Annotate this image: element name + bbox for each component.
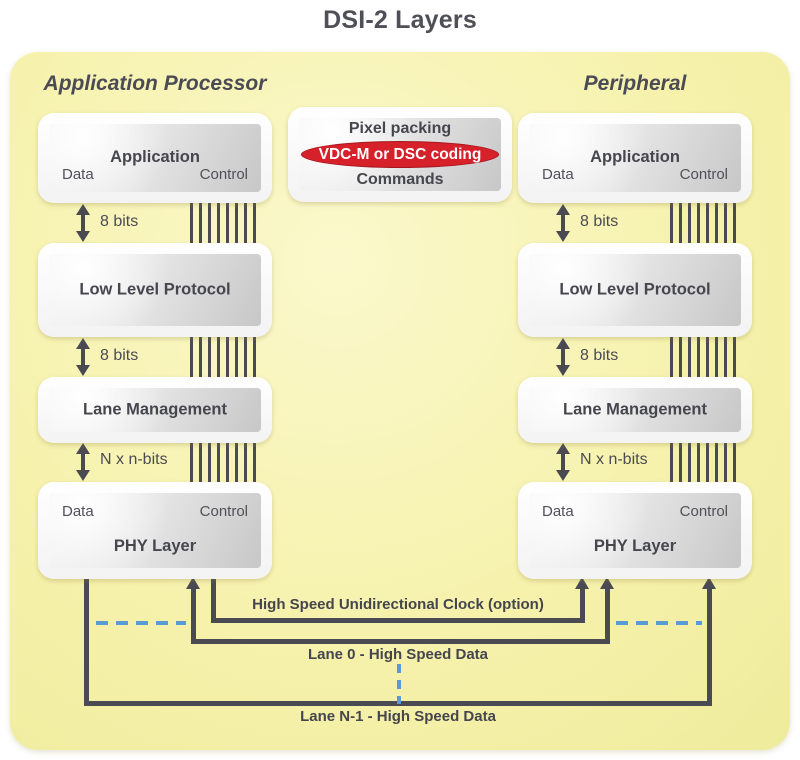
box-surface: Application Data Control [49,124,261,192]
box-low-level-protocol-right: Low Level Protocol [518,243,752,337]
bus-width-label: 8 bits [580,347,619,364]
clock-line [580,589,585,623]
lane0-line [191,639,610,644]
box-lane-management-left: Lane Management [38,377,272,443]
box-surface: Data Control PHY Layer [529,493,741,568]
box-title: PHY Layer [593,537,677,555]
box-surface: Low Level Protocol [49,254,261,326]
laneN-line [707,589,712,706]
box-low-level-protocol-left: Low Level Protocol [38,243,272,337]
clock-line [211,618,585,623]
bus-width-label: N x n-bits [580,451,648,468]
page-title: DSI-2 Layers [323,6,477,34]
clock-line [211,578,216,623]
box-title: Low Level Protocol [79,280,231,299]
bidirectional-arrow-icon [76,204,90,242]
up-arrow-icon [575,577,589,589]
up-arrow-icon [186,577,200,589]
bus-width-label: 8 bits [100,213,139,230]
box-surface: Pixel packing VDC-M or DSC coding Comman… [299,118,501,191]
control-port-label: Control [199,166,248,183]
control-bus-icon [670,200,736,246]
box-title: Application [590,148,680,166]
control-bus-icon [670,440,736,485]
box-surface: Lane Management [529,388,741,432]
bus-width-label: 8 bits [100,347,139,364]
bidirectional-arrow-icon [76,443,90,481]
arrow-shaft [561,346,565,368]
box-title: Application [110,148,200,166]
vdcm-dsc-coding-badge: VDC-M or DSC coding [301,141,499,168]
lane0-line [605,589,610,644]
center-box-line-pixel-packing: Pixel packing [348,120,452,137]
clock-line-label: High Speed Unidirectional Clock (option) [252,596,544,613]
column-header-application-processor: Application Processor [43,72,267,95]
control-port-label: Control [679,166,728,183]
box-title: Lane Management [563,400,707,419]
center-box-line-commands: Commands [356,171,444,188]
control-bus-icon [670,334,736,380]
control-bus-icon [190,334,256,380]
box-lane-management-right: Lane Management [518,377,752,443]
bidirectional-arrow-icon [556,338,570,376]
box-surface: Low Level Protocol [529,254,741,326]
arrow-shaft [561,451,565,473]
arrow-shaft [561,212,565,234]
data-port-label: Data [62,166,94,183]
dashed-ellipsis-line [616,621,702,625]
lane0-line [191,589,196,644]
box-phy-layer-left: Data Control PHY Layer [38,482,272,579]
dashed-ellipsis-line [96,621,186,625]
box-title: Lane Management [83,400,227,419]
laneN-line [84,578,89,706]
bidirectional-arrow-icon [76,338,90,376]
arrow-shaft [81,212,85,234]
bus-width-label: N x n-bits [100,451,168,468]
bidirectional-arrow-icon [556,443,570,481]
box-surface: Application Data Control [529,124,741,192]
box-title: PHY Layer [113,537,197,555]
laneN-line-label: Lane N-1 - High Speed Data [300,708,496,725]
column-header-peripheral: Peripheral [583,72,687,95]
arrow-shaft [81,346,85,368]
box-surface: Data Control PHY Layer [49,493,261,568]
control-port-label: Control [679,503,728,520]
data-port-label: Data [62,503,94,520]
up-arrow-icon [702,577,716,589]
control-bus-icon [190,200,256,246]
box-application-interface: Pixel packing VDC-M or DSC coding Comman… [288,107,512,202]
arrow-shaft [81,451,85,473]
data-port-label: Data [542,166,574,183]
box-title: Low Level Protocol [559,280,711,299]
box-application-right: Application Data Control [518,113,752,203]
bidirectional-arrow-icon [556,204,570,242]
lane0-line-label: Lane 0 - High Speed Data [307,646,489,663]
control-port-label: Control [199,503,248,520]
up-arrow-icon [600,577,614,589]
box-phy-layer-right: Data Control PHY Layer [518,482,752,579]
bus-width-label: 8 bits [580,213,619,230]
control-bus-icon [190,440,256,485]
dashed-ellipsis-line [397,664,401,704]
box-application-left: Application Data Control [38,113,272,203]
box-surface: Lane Management [49,388,261,432]
data-port-label: Data [542,503,574,520]
